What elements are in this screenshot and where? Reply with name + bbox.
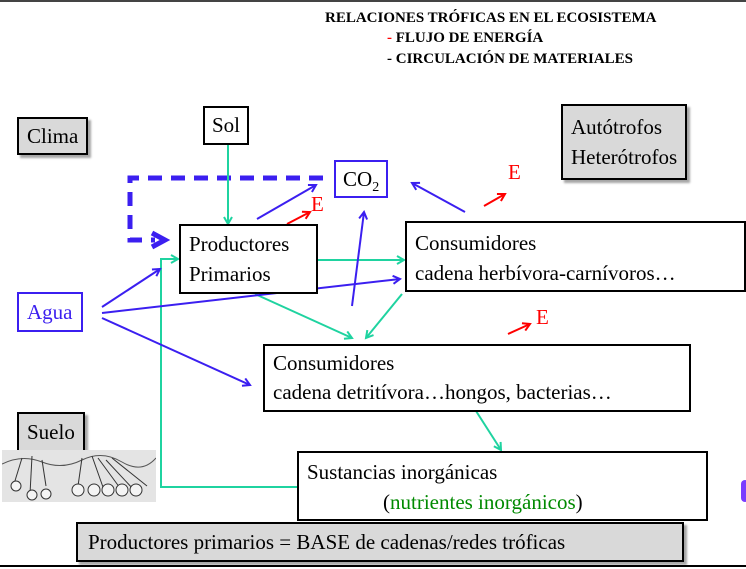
top-rule (0, 0, 746, 2)
energy-label-herbivoros: E (508, 160, 521, 184)
co2-label: CO (343, 167, 373, 191)
node-sol: Sol (203, 106, 250, 145)
energy-loss-arrow-herbivoros (483, 194, 505, 207)
node-co2: CO2 (334, 160, 389, 198)
herbivoros-to-co2-arrow (412, 183, 466, 213)
subtitle-energy-flow: - FLUJO DE ENERGÍA (387, 28, 543, 48)
consumidores-det-label-line2: cadena detritívora…hongos, bacterias… (273, 380, 612, 404)
node-suelo: Suelo (17, 412, 85, 452)
soil-drawing (2, 450, 156, 502)
subtitle-energy-text: FLUJO DE ENERGÍA (392, 30, 544, 46)
paren-open: ( (383, 490, 390, 514)
sustancias-label-line1: Sustancias inorgánicas (307, 460, 498, 484)
agua-to-detritivoros-arrow (101, 317, 250, 385)
energy-loss-arrow-productores (286, 212, 310, 225)
node-autotrofos-heterotrofos: Autótrofos Heterótrofos (561, 104, 688, 180)
node-agua: Agua (17, 292, 83, 332)
node-consumidores-herbivoros: Consumidores cadena herbívora-carnívoros… (405, 221, 746, 292)
productores-to-co2-arrow (256, 185, 316, 220)
energy-label-detritivoros: E (536, 305, 549, 329)
co2-subscript: 2 (372, 180, 380, 196)
sustancias-to-productores-arrow (160, 259, 298, 488)
dashed-arrow-head (150, 230, 171, 250)
detritivoros-to-co2-arrow (351, 212, 364, 307)
consumidores-herb-label-line2: cadena herbívora-carnívoros… (415, 261, 676, 285)
detritivoros-to-sustancias-arrow (475, 410, 501, 450)
node-clima: Clima (17, 117, 89, 155)
paren-close: ) (575, 490, 583, 514)
productores-label-line1: Productores (189, 232, 290, 256)
node-productores-primarios: Productores Primarios (179, 224, 318, 294)
energy-label-productores: E (311, 192, 324, 216)
red-dash: - (387, 30, 392, 46)
diagram-title: RELACIONES TRÓFICAS EN EL ECOSISTEMA (325, 10, 657, 26)
autotrofos-label: Autótrofos (571, 115, 662, 139)
consumidores-det-label-line1: Consumidores (273, 351, 395, 375)
base-statement: Productores primarios = BASE de cadenas/… (76, 522, 684, 562)
partial-decoration (741, 480, 746, 502)
productores-label-line2: Primarios (189, 262, 271, 286)
productores-to-detritivoros-arrow (254, 293, 352, 338)
sustancias-label-line2: (nutrientes inorgánicos) (307, 487, 698, 517)
dashed-co2-return-arrow (127, 175, 323, 243)
node-consumidores-detritivoros: Consumidores cadena detritívora…hongos, … (263, 344, 691, 412)
consumidores-herb-label-line1: Consumidores (415, 231, 537, 255)
herbivoros-to-detritivoros-arrow (366, 293, 403, 338)
agua-to-productores-arrow (101, 269, 160, 308)
soil-organisms-illustration (2, 450, 156, 502)
bottom-rule (0, 565, 746, 567)
agua-to-herbivoros-arrow (101, 279, 400, 314)
subtitle-material-cycle: - CIRCULACIÓN DE MATERIALES (387, 51, 633, 67)
energy-loss-arrow-detritivoros (507, 324, 530, 335)
node-sustancias-inorganicas: Sustancias inorgánicas (nutrientes inorg… (297, 451, 708, 521)
heterotrofos-label: Heterótrofos (571, 145, 678, 169)
nutrientes-label: nutrientes inorgánicos (390, 490, 576, 514)
